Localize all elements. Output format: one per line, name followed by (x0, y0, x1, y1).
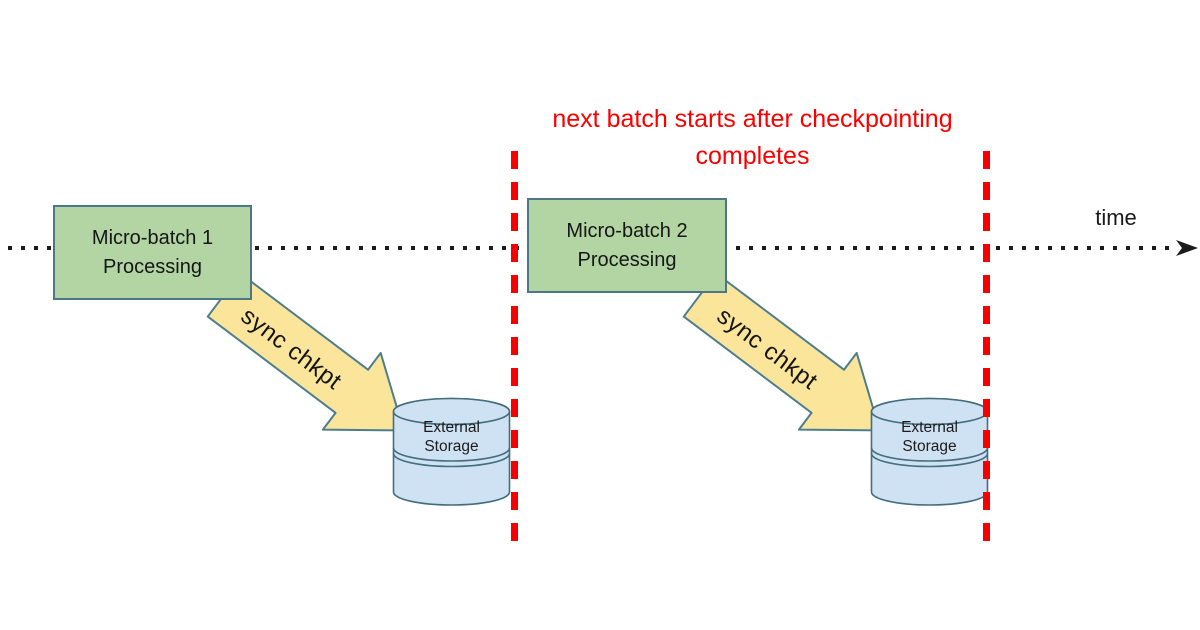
checkpoint-boundary-left-dashed-line (511, 151, 518, 551)
checkpoint-boundary-right-dashed-line (983, 151, 990, 551)
micro-batch-1-label-line2: Processing (103, 255, 202, 278)
micro-batch-2-label-line2: Processing (577, 248, 677, 271)
micro-batch-1-box: Micro-batch 1 Processing (53, 205, 252, 300)
storage-1-label-line2: Storage (424, 438, 478, 455)
storage-1-label-line1: External (423, 419, 480, 436)
annotation-line-1: next batch starts after checkpointing (552, 105, 953, 133)
external-storage-cylinder-1: External Storage (392, 397, 511, 506)
external-storage-cylinder-2: External Storage (870, 397, 989, 506)
micro-batch-2-box: Micro-batch 2 Processing (527, 198, 727, 293)
micro-batch-2-label-line1: Micro-batch 2 (566, 219, 688, 242)
checkpoint-annotation: next batch starts after checkpointing co… (480, 101, 1025, 175)
storage-2-label-line1: External (901, 419, 958, 436)
time-axis-label: time (1095, 205, 1137, 230)
storage-2-label-line2: Storage (902, 438, 956, 455)
annotation-line-2: completes (695, 142, 810, 170)
timeline-arrowhead-icon (1176, 240, 1198, 256)
micro-batch-1-label-line1: Micro-batch 1 (91, 226, 214, 249)
